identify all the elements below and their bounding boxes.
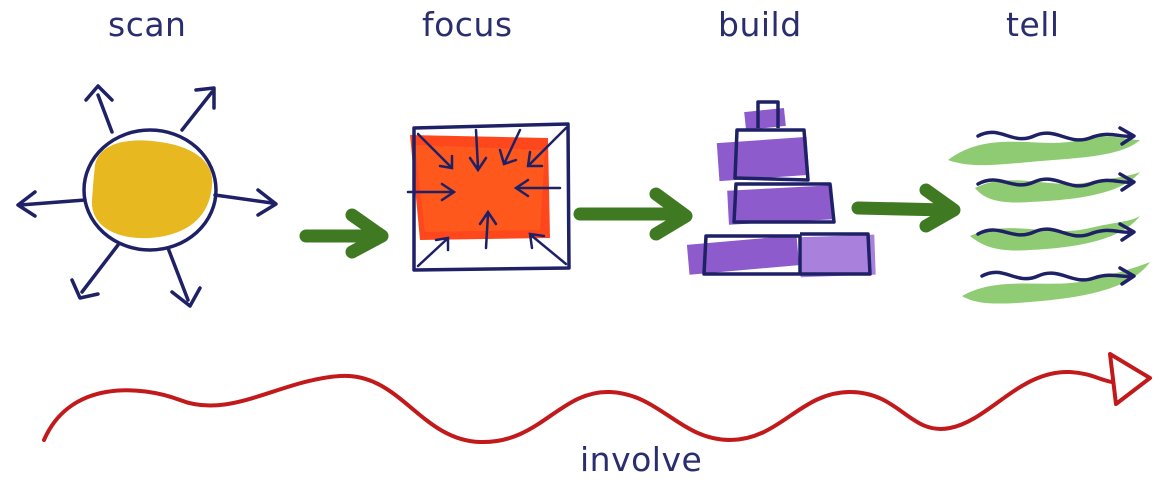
build-icon bbox=[686, 100, 876, 278]
arrow-scan-to-focus-icon bbox=[299, 208, 389, 259]
scan-arrow-up-right bbox=[180, 86, 216, 132]
focus-icon bbox=[406, 122, 571, 272]
tell-icon bbox=[948, 126, 1150, 304]
stage-label-scan: scan bbox=[108, 5, 187, 44]
stage-label-tell: tell bbox=[1006, 5, 1060, 44]
scan-arrow-up-left bbox=[84, 84, 114, 134]
scan-icon bbox=[16, 84, 278, 308]
arrow-focus-to-build-icon bbox=[573, 187, 693, 241]
scan-arrow-left bbox=[16, 190, 87, 218]
footer-label-involve: involve bbox=[580, 440, 703, 479]
scan-blob bbox=[91, 140, 213, 239]
stage-label-focus: focus bbox=[422, 5, 513, 44]
arrow-build-to-tell-icon bbox=[851, 183, 961, 233]
involve-wave-icon bbox=[42, 352, 1152, 445]
scan-arrow-right bbox=[213, 188, 278, 217]
focus-square bbox=[412, 122, 571, 272]
scan-arrow-down-right bbox=[166, 246, 202, 308]
scan-arrow-down-left bbox=[70, 243, 120, 300]
stage-label-build: build bbox=[718, 5, 802, 44]
scan-circle bbox=[82, 128, 218, 252]
